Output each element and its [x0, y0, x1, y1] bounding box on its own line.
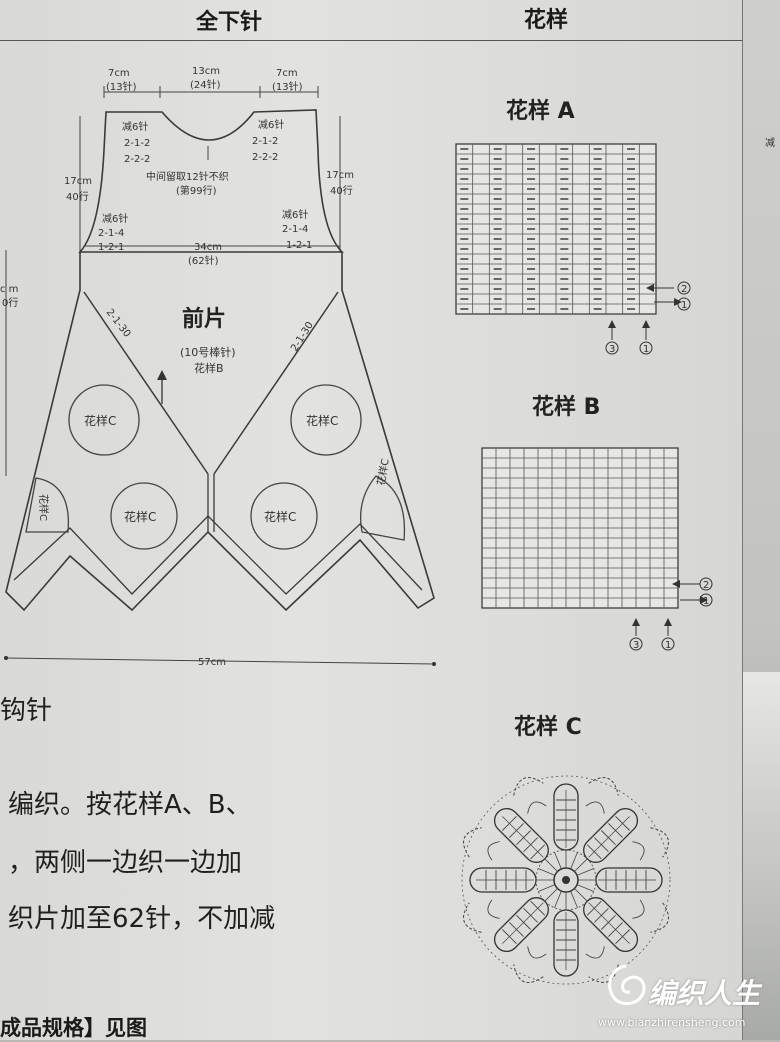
adjacent-page-text: 减: [765, 138, 775, 149]
instruction-line-2: ，两侧一边织一边加: [8, 848, 243, 878]
armhole-left-1: 减6针: [102, 212, 128, 225]
watermark-brand: 编织人生: [648, 977, 761, 1010]
motif-label-half-left: 花样C: [37, 494, 50, 521]
side-right-cm: 17cm: [326, 170, 354, 181]
left-edge-cm: c m: [0, 284, 18, 295]
adjacent-photo: [743, 672, 780, 1040]
neck-center-note: 中间留取12针不织: [146, 170, 229, 183]
neck-dec-left-2: 2-1-2: [124, 138, 150, 149]
neck-dec-left-3: 2-2-2: [124, 154, 150, 165]
section-title-stockinette: 全下针: [196, 10, 263, 35]
piece-name: 前片: [182, 306, 226, 332]
shoulder-right-sts: (13针): [272, 80, 303, 93]
armhole-left-3: 1-2-1: [98, 242, 124, 253]
side-left-cm: 17cm: [64, 176, 92, 187]
pattern-b-title: 花样 B: [532, 394, 600, 420]
pattern-a-arrow-2: 2: [681, 284, 687, 295]
left-edge-rows: 0行: [2, 296, 18, 309]
side-right-rows: 40行: [330, 184, 353, 197]
diag-left-rate: 2-1-30: [104, 307, 133, 340]
chest-cm: 34cm: [194, 242, 222, 253]
shoulder-left-cm: 7cm: [108, 68, 130, 79]
neck-dec-right-1: 减6针: [258, 118, 284, 131]
pattern-c-crochet-chart: [461, 775, 671, 985]
side-left-rows: 40行: [66, 190, 89, 203]
pattern-c-title: 花样 C: [514, 714, 582, 740]
diag-right-rate: 2-1-30: [289, 320, 316, 354]
armhole-right-1: 减6针: [282, 208, 308, 221]
pattern-a-arrows: 2 1 3 1: [605, 281, 691, 355]
pattern-a-arrow-1b: 1: [643, 344, 649, 355]
front-piece-diagram: 7cm (13针) 13cm (24针) 7cm (13针) 17cm 40行 …: [0, 66, 713, 985]
finished-size-heading: 成品规格】见图: [0, 1016, 147, 1040]
pattern-b-chart: [481, 447, 679, 609]
pattern-b-arrow-1b: 1: [665, 640, 671, 651]
pattern-a-title: 花样 A: [506, 98, 575, 124]
pattern-b-arrow-3: 3: [633, 640, 639, 651]
neck-cm: 13cm: [192, 66, 220, 77]
motif-label-1: 花样C: [84, 413, 116, 428]
section-title-patterns: 花样: [524, 8, 569, 33]
body-pattern-ref: 花样B: [194, 361, 224, 375]
pattern-b-arrow-1: 1: [703, 596, 709, 607]
neck-center-row: (第99行): [176, 184, 217, 197]
header-rule: [0, 40, 742, 41]
needle-size: (10号棒针): [180, 345, 236, 359]
crochet-label: 钩针: [0, 696, 53, 726]
motif-label-half-right: 花样C: [374, 458, 391, 487]
pattern-b-arrows: 2 1 3 1: [629, 577, 713, 651]
pattern-a-arrow-1: 1: [681, 300, 687, 311]
adjacent-page-edge: 减: [742, 0, 780, 1040]
armhole-left-2: 2-1-4: [98, 228, 124, 239]
pattern-b-arrow-2: 2: [703, 580, 709, 591]
pattern-a-arrow-3: 3: [609, 344, 615, 355]
neck-dec-left-1: 减6针: [122, 120, 148, 133]
bottom-width: 57cm: [198, 657, 226, 668]
motif-label-4: 花样C: [264, 509, 296, 524]
pattern-a-chart: [455, 143, 657, 315]
watermark-logo-icon: [608, 964, 646, 1005]
motif-label-3: 花样C: [306, 413, 338, 428]
chest-sts: (62针): [188, 254, 219, 267]
instruction-line-1: 编织。按花样A、B、: [8, 790, 252, 820]
neck-sts: (24针): [190, 78, 221, 91]
shoulder-right-cm: 7cm: [276, 68, 298, 79]
instruction-line-3: 织片加至62针，不加减: [8, 904, 276, 934]
neck-dec-right-3: 2-2-2: [252, 152, 278, 163]
neck-dec-right-2: 2-1-2: [252, 136, 278, 147]
shoulder-left-sts: (13针): [106, 80, 137, 93]
armhole-right-2: 2-1-4: [282, 224, 308, 235]
watermark-url: www.bianzhirensheng.com: [598, 1016, 746, 1029]
motif-label-2: 花样C: [124, 509, 156, 524]
